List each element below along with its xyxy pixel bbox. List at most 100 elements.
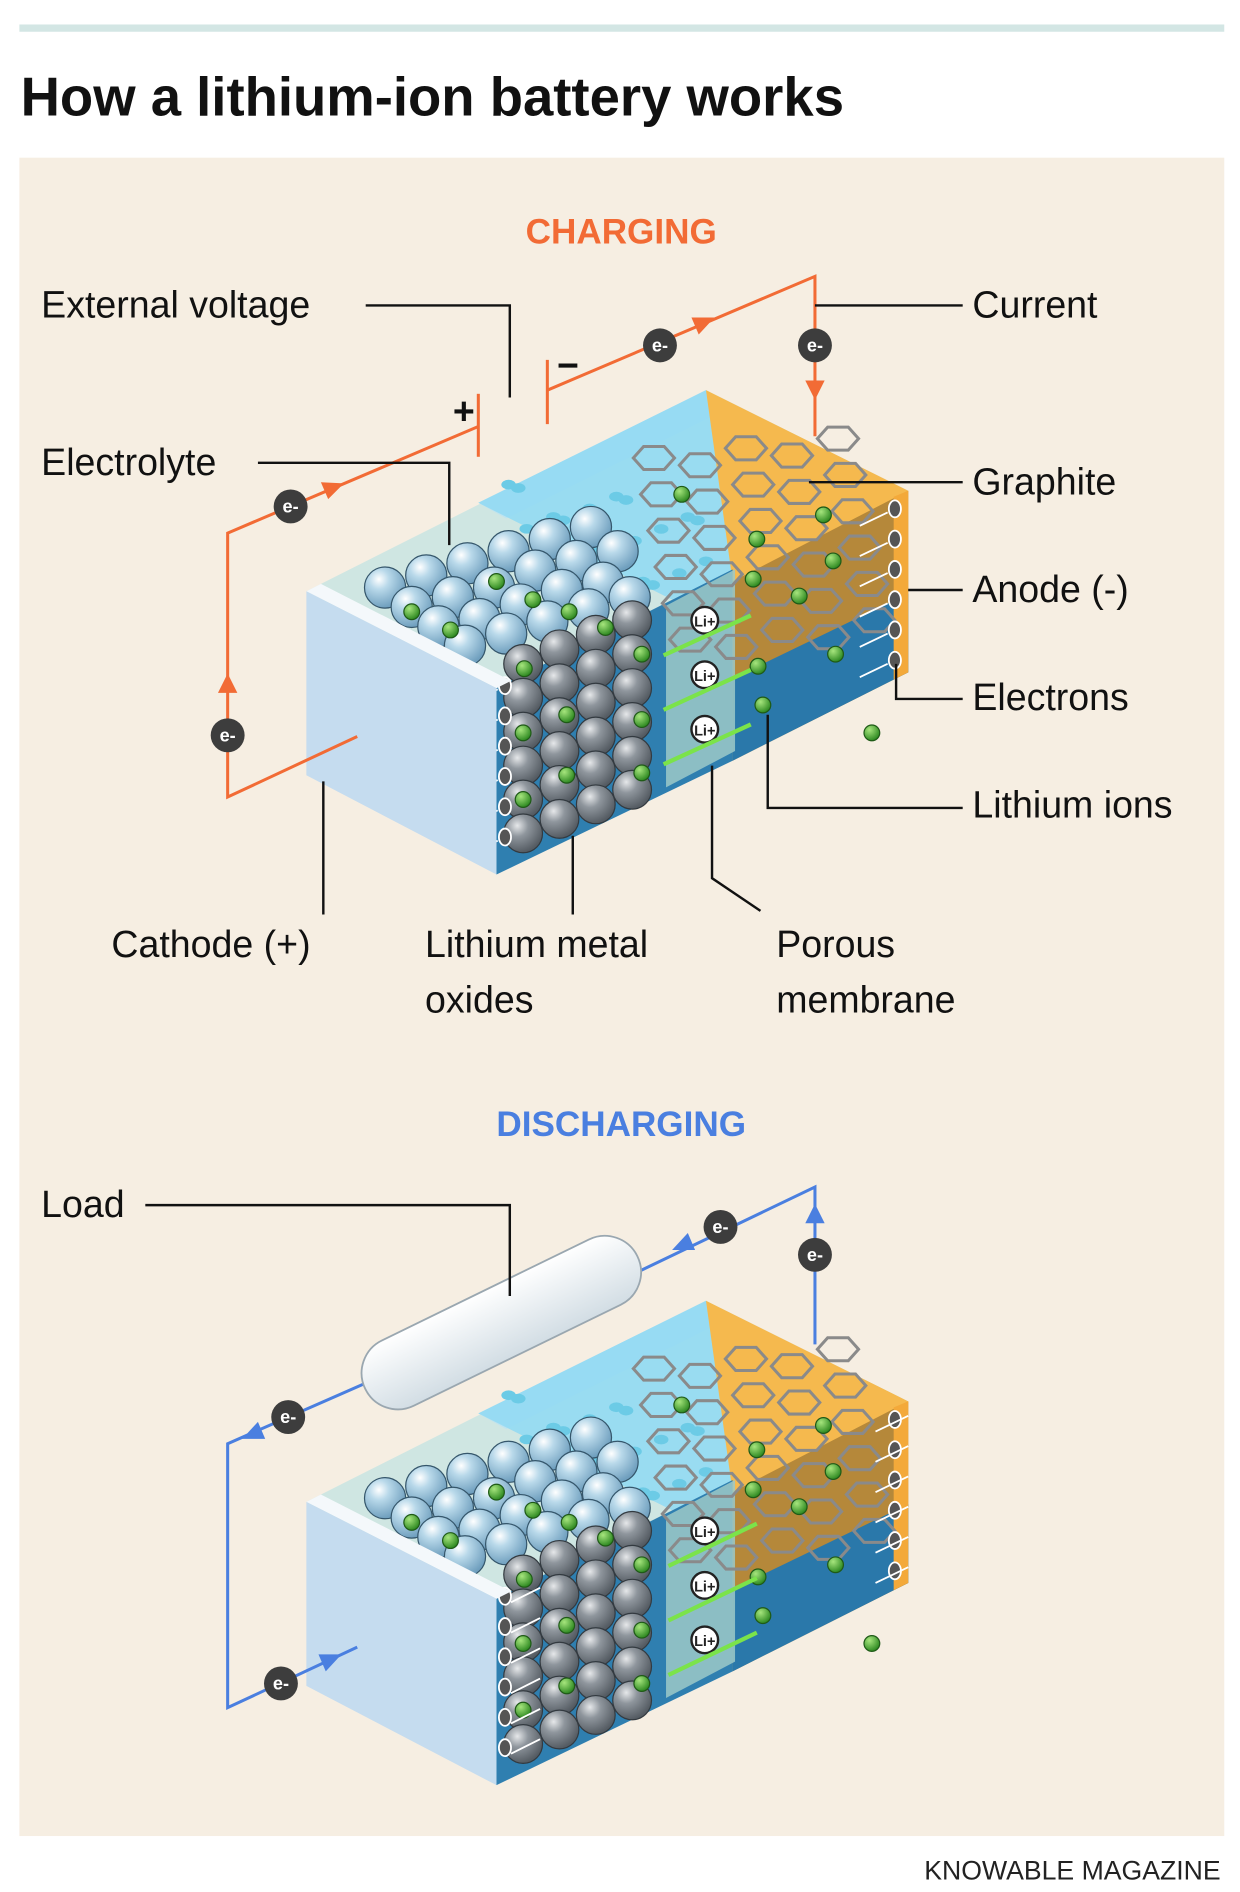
electron — [887, 620, 902, 640]
charging-heading: CHARGING — [526, 213, 717, 252]
lithium-ion — [673, 1396, 691, 1414]
minus-sign: − — [557, 344, 579, 386]
graphite-hexagon — [815, 1336, 861, 1363]
li-ion-label: Li+ — [694, 1634, 715, 1650]
electron-badge-label: e- — [807, 1245, 823, 1265]
graphite-hexagon — [730, 471, 776, 498]
lithium-ion — [633, 1674, 651, 1692]
electrolyte-bubble — [645, 580, 660, 590]
side-face-anode — [732, 593, 909, 761]
label-electrolyte: Electrolyte — [41, 441, 216, 483]
metal-oxide-particle — [539, 731, 580, 772]
metal-oxide-particle — [575, 1661, 616, 1702]
electrolyte-bubble — [672, 1478, 687, 1489]
li-ion-label: Li+ — [694, 614, 715, 630]
charging-arrows — [217, 317, 825, 693]
lithium-ion — [524, 591, 542, 609]
ion-arrow — [662, 613, 752, 658]
electron-arrow — [859, 572, 889, 588]
metal-oxide-particle — [575, 1694, 616, 1735]
electron-badge-label: e- — [280, 1407, 296, 1427]
electrolyte — [478, 1300, 736, 1511]
load — [360, 1234, 642, 1411]
footer-credit: KNOWABLE MAGAZINE — [924, 1856, 1220, 1886]
top-rule — [19, 24, 1225, 32]
lithium-ion — [596, 619, 614, 636]
lithium-ion — [596, 1529, 614, 1547]
ion-arrow — [667, 1576, 758, 1623]
electron — [497, 736, 512, 756]
electrolyte-bubble — [653, 524, 669, 534]
lithium-ion — [488, 1483, 505, 1501]
electron-arrow — [859, 511, 889, 527]
label-lithium-metal-oxides-2: oxides — [425, 979, 533, 1021]
label-cathode: Cathode (+) — [111, 923, 310, 965]
battery-charging: Li+Li+Li+ — [306, 390, 909, 875]
lithium-ion — [515, 660, 533, 678]
graphite-hexagon — [631, 1355, 677, 1382]
leader-lines — [145, 304, 963, 1296]
li-ion-label: Li+ — [694, 1579, 715, 1595]
electron — [887, 529, 902, 549]
graphite-hexagon — [699, 561, 745, 588]
electron-badge — [271, 1400, 306, 1435]
graphite-hexagon — [745, 1454, 791, 1481]
graphite-hexagon — [844, 1481, 890, 1508]
graphite-hexagon — [822, 461, 868, 488]
metal-oxide-particle — [575, 750, 616, 791]
metal-oxide-particle — [539, 1573, 580, 1614]
graphite-hexagon — [713, 633, 759, 660]
electrolyte-bubble — [653, 1434, 669, 1445]
graphite-hexagon — [851, 1517, 897, 1544]
lithium-ion — [515, 1570, 533, 1588]
graphite-hexagon — [822, 1372, 868, 1399]
metal-oxide-particle — [539, 629, 580, 670]
graphite-hexagon — [776, 1389, 822, 1416]
lithium-ion — [863, 1635, 881, 1652]
ion-arrow — [662, 667, 752, 712]
metal-oxide-particle — [575, 1593, 616, 1634]
ion-arrow — [667, 1630, 758, 1677]
graphite-hexagon — [745, 544, 791, 571]
lithium-ion — [488, 573, 505, 590]
metal-oxide-particle — [575, 784, 616, 825]
electron-badge-label: e- — [807, 335, 823, 355]
metal-oxide-particle — [575, 716, 616, 757]
graphite-hexagon — [677, 452, 723, 479]
lithium-ion — [790, 587, 808, 605]
lithium-ion — [827, 1556, 845, 1574]
lithium-ion — [560, 603, 578, 621]
electron-badge-label: e- — [652, 335, 668, 355]
lithium-ion — [558, 1616, 576, 1634]
graphite-hexagon — [684, 488, 730, 515]
cathode-front — [306, 1501, 497, 1786]
graphite-hexagon — [653, 1464, 699, 1491]
electron-arrow — [875, 1415, 909, 1433]
graphite-hexagon — [638, 1391, 684, 1418]
lithium-ion — [754, 1607, 772, 1625]
metal-oxide-particle — [539, 1709, 580, 1750]
label-electrons: Electrons — [972, 676, 1128, 718]
metal-oxide-particle — [575, 682, 616, 723]
electron — [887, 560, 902, 579]
lithium-ion — [558, 1677, 576, 1695]
electrolyte-bubble — [511, 483, 526, 493]
lithium-ion — [863, 724, 881, 742]
discharging-arrows — [242, 1203, 825, 1672]
electron-badge — [798, 328, 832, 363]
ion-arrow — [662, 722, 752, 767]
electron-badge-label: e- — [712, 1217, 728, 1237]
lithium-ion — [633, 711, 651, 729]
label-external-voltage: External voltage — [41, 284, 310, 326]
electrolyte-bubble — [618, 495, 634, 505]
graphite-hexagon — [653, 553, 699, 581]
arrow-down-icon — [805, 380, 825, 400]
electrolyte-bubble — [672, 568, 687, 578]
label-graphite: Graphite — [972, 460, 1116, 502]
arrow-left-icon — [242, 1421, 266, 1439]
label-current: Current — [972, 284, 1098, 326]
lithium-ion — [744, 1481, 762, 1499]
label-lithium-metal-oxides: Lithium metal — [425, 923, 648, 965]
lithium-ion — [441, 1532, 459, 1550]
